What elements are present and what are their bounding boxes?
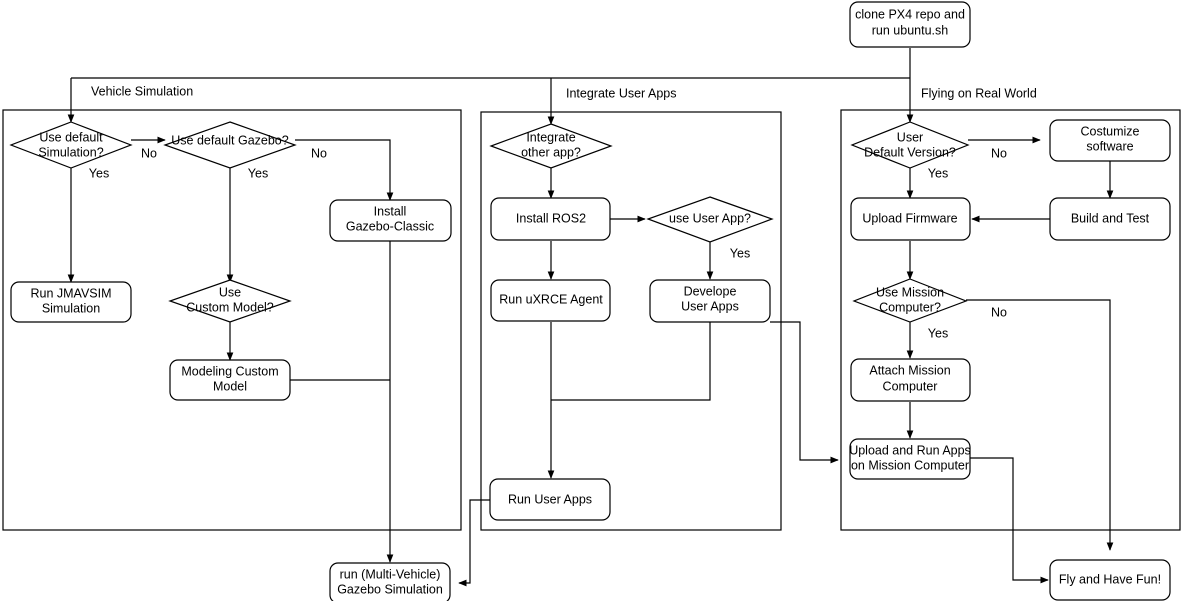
edge-label-yes-userdefault: Yes — [928, 166, 948, 180]
node-user-default-version[interactable]: User Default Version? — [850, 121, 970, 169]
node-use-default-simulation[interactable]: Use default Simulation? — [9, 121, 133, 169]
node-develope-user-apps[interactable]: Develope User Apps — [649, 279, 771, 323]
svg-text:Use default: Use default — [39, 130, 103, 144]
node-clone-px4-repo[interactable]: clone PX4 repo and run ubuntu.sh — [849, 1, 971, 48]
edge-label-yes-gazebo: Yes — [248, 166, 268, 180]
svg-text:Install: Install — [374, 204, 407, 218]
svg-text:run ubuntu.sh: run ubuntu.sh — [872, 23, 948, 37]
svg-text:Upload and Run Apps: Upload and Run Apps — [849, 443, 971, 457]
node-modeling-custom-model[interactable]: Modeling Custom Model — [169, 359, 291, 401]
edge-uploadrunapps-to-fly — [970, 457, 1049, 584]
node-run-jmavsim-simulation[interactable]: Run JMAVSIM Simulation — [10, 281, 132, 323]
svg-text:Use default Gazebo?: Use default Gazebo? — [171, 133, 288, 147]
svg-text:Costumize: Costumize — [1080, 124, 1139, 138]
node-build-and-test[interactable]: Build and Test — [1049, 197, 1171, 241]
svg-text:Run JMAVSIM: Run JMAVSIM — [30, 286, 111, 300]
edge-usemission-no-to-fly — [966, 299, 1114, 551]
svg-text:Simulation?: Simulation? — [38, 145, 103, 159]
edge-develope-to-merge — [551, 322, 711, 401]
svg-text:Attach Mission: Attach Mission — [869, 363, 950, 377]
node-use-custom-model[interactable]: Use Custom Model? — [168, 279, 292, 323]
node-upload-firmware[interactable]: Upload Firmware — [850, 197, 971, 241]
svg-text:use User App?: use User App? — [669, 211, 751, 225]
edge-label-yes-useuserapp: Yes — [730, 246, 750, 260]
group-box-vehicle-simulation — [2, 109, 462, 531]
edge-label-yes-usemission: Yes — [928, 326, 948, 340]
svg-text:software: software — [1086, 139, 1133, 153]
svg-text:Develope: Develope — [684, 284, 737, 298]
node-costumize-software[interactable]: Costumize software — [1049, 119, 1171, 162]
svg-text:Default Version?: Default Version? — [864, 145, 956, 159]
svg-text:Computer?: Computer? — [879, 300, 941, 314]
svg-text:User Apps: User Apps — [681, 299, 739, 313]
branch-label-vehicle-simulation: Vehicle Simulation — [91, 84, 193, 98]
svg-text:Fly and Have Fun!: Fly and Have Fun! — [1059, 572, 1161, 586]
branch-label-flying-real-world: Flying on Real World — [921, 86, 1037, 100]
svg-text:User: User — [897, 130, 923, 144]
svg-text:Run uXRCE Agent: Run uXRCE Agent — [499, 292, 603, 306]
edge-label-no-gazebo: No — [311, 146, 327, 160]
edge-label-no-defaultsim: No — [141, 146, 157, 160]
svg-text:Simulation: Simulation — [42, 301, 100, 315]
node-fly-and-have-fun[interactable]: Fly and Have Fun! — [1049, 559, 1171, 601]
group-box-integrate-user-apps — [480, 111, 782, 531]
node-run-user-apps[interactable]: Run User Apps — [489, 478, 611, 521]
svg-text:Use: Use — [219, 285, 241, 299]
svg-text:other app?: other app? — [521, 145, 581, 159]
svg-text:Computer: Computer — [883, 379, 938, 393]
node-integrate-other-app[interactable]: Integrate other app? — [489, 123, 613, 169]
edge-runuserapps-to-multivehicle — [458, 499, 490, 587]
svg-text:Install ROS2: Install ROS2 — [516, 211, 586, 225]
svg-text:Gazebo-Classic: Gazebo-Classic — [346, 219, 434, 233]
node-run-uxrce-agent[interactable]: Run uXRCE Agent — [490, 279, 611, 322]
node-use-mission-computer[interactable]: Use Mission Computer? — [852, 278, 968, 323]
svg-text:run (Multi-Vehicle): run (Multi-Vehicle) — [340, 567, 441, 581]
svg-text:Gazebo Simulation: Gazebo Simulation — [337, 582, 443, 596]
svg-text:on Mission Computer: on Mission Computer — [851, 458, 969, 472]
svg-text:Custom Model?: Custom Model? — [186, 300, 274, 314]
node-use-default-gazebo[interactable]: Use default Gazebo? — [163, 121, 297, 169]
edge-gazebo-no-to-install — [295, 139, 394, 201]
node-use-user-app[interactable]: use User App? — [646, 196, 774, 243]
node-upload-and-run-apps[interactable]: Upload and Run Apps on Mission Computer — [849, 438, 971, 480]
node-run-multi-vehicle-gazebo[interactable]: run (Multi-Vehicle) Gazebo Simulation — [329, 562, 451, 601]
svg-text:Modeling Custom: Modeling Custom — [181, 364, 278, 378]
node-install-ros2[interactable]: Install ROS2 — [490, 197, 611, 241]
edge-develope-to-uploadrunapps — [770, 321, 839, 464]
edge-label-yes-defaultsim: Yes — [89, 166, 109, 180]
svg-text:Model: Model — [213, 379, 247, 393]
svg-text:Integrate: Integrate — [526, 130, 575, 144]
svg-text:Use Mission: Use Mission — [876, 285, 944, 299]
node-attach-mission-computer[interactable]: Attach Mission Computer — [850, 358, 971, 402]
svg-text:Build and Test: Build and Test — [1071, 211, 1150, 225]
branch-label-integrate-user-apps: Integrate User Apps — [566, 86, 676, 100]
svg-text:Run User Apps: Run User Apps — [508, 492, 592, 506]
edge-label-no-userdefault: No — [991, 146, 1007, 160]
edge-label-no-usemission: No — [991, 305, 1007, 319]
node-install-gazebo-classic[interactable]: Install Gazebo-Classic — [329, 199, 452, 242]
svg-text:clone PX4 repo and: clone PX4 repo and — [855, 7, 965, 21]
svg-text:Upload Firmware: Upload Firmware — [862, 211, 957, 225]
group-box-flying-real-world — [840, 109, 1181, 531]
